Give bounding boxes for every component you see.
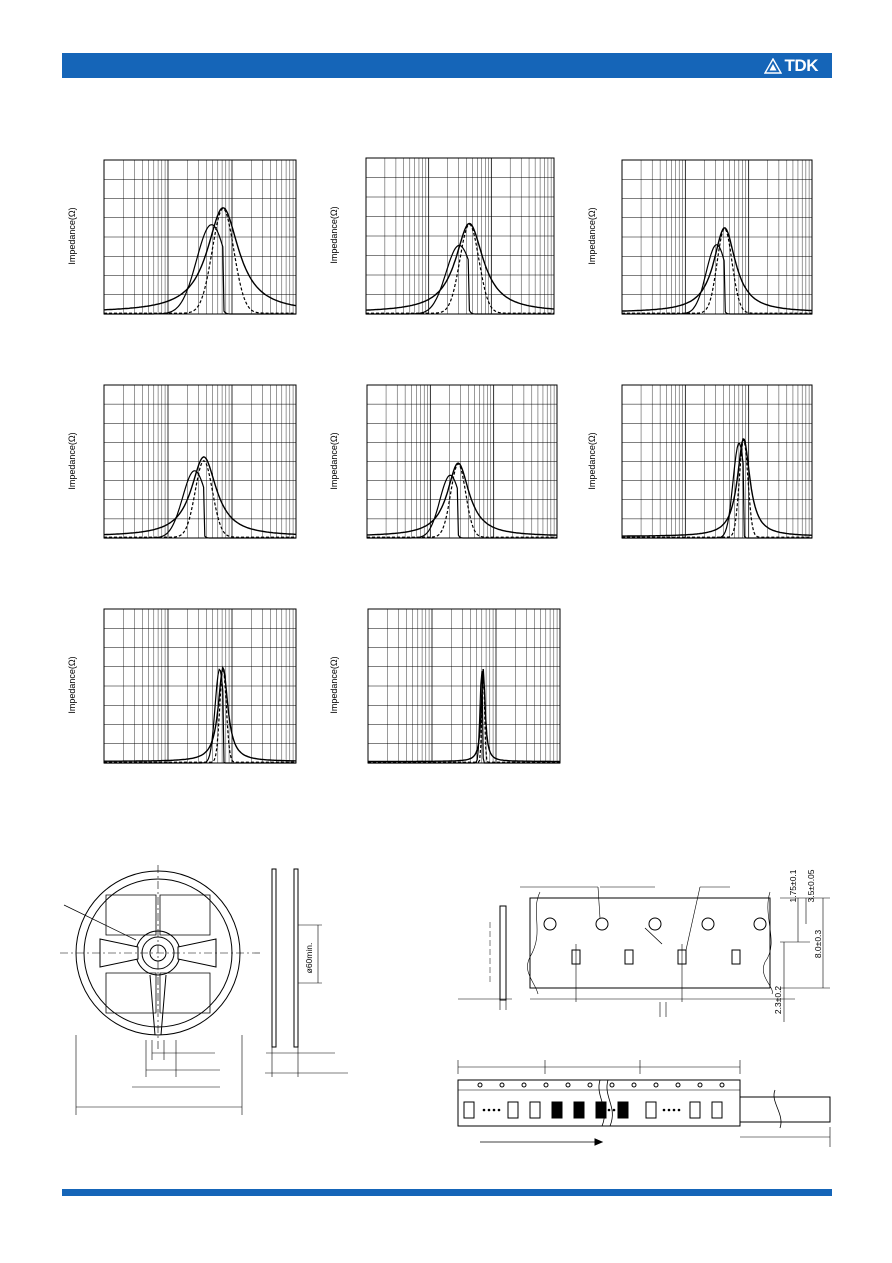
impedance-chart-svg-7: [103, 608, 297, 764]
impedance-chart-svg-6: [621, 384, 813, 539]
y-axis-label: Impedance(Ω): [329, 431, 339, 490]
x-curve: [104, 668, 296, 764]
x-curve: [104, 470, 296, 539]
x-curve: [367, 474, 557, 539]
z-curve: [104, 665, 296, 762]
impedance-chart-7: [103, 608, 297, 764]
tape-dim-pitch: 1.75±0.1: [788, 869, 798, 902]
impedance-chart-svg-8: [367, 608, 561, 764]
tdk-logo: TDK: [763, 55, 819, 75]
impedance-chart-2: [365, 157, 555, 315]
x-curve: [622, 244, 812, 315]
z-curve: [622, 437, 813, 537]
y-axis-label: Impedance(Ω): [329, 206, 339, 264]
x-curve: [104, 224, 296, 315]
r-curve: [622, 438, 812, 538]
r-curve: [104, 460, 296, 538]
y-axis-label: Impedance(Ω): [67, 656, 77, 714]
y-axis-label: Impedance(Ω): [587, 207, 597, 265]
r-curve: [104, 668, 296, 763]
footer-bar: [62, 1189, 832, 1196]
tape-drawing: 1.75±0.1 3.5±0.05 8.0±0.3 2.3±0.2: [450, 862, 845, 1162]
z-curve: [104, 456, 296, 536]
r-curve: [366, 223, 554, 314]
impedance-chart-8: [367, 608, 561, 764]
impedance-chart-svg-3: [621, 159, 813, 315]
y-axis-label: Impedance(Ω): [67, 431, 77, 490]
impedance-chart-1: [103, 159, 297, 315]
tdk-logo-icon: [763, 57, 782, 74]
tape-dim-width: 8.0±0.3: [813, 930, 823, 959]
impedance-chart-svg-2: [365, 157, 555, 315]
y-axis-label: Impedance(Ω): [587, 431, 597, 490]
impedance-chart-svg-1: [103, 159, 297, 315]
impedance-chart-5: [366, 384, 558, 539]
r-curve: [622, 228, 812, 314]
tape-dim-hole-offset: 3.5±0.05: [806, 869, 816, 902]
r-curve: [368, 669, 560, 763]
y-axis-label: Impedance(Ω): [67, 207, 77, 265]
x-curve: [622, 442, 812, 539]
reel-hub-dimension: ø60min.: [304, 943, 314, 974]
impedance-chart-6: [621, 384, 813, 539]
brand-name: TDK: [784, 55, 819, 75]
tape-dim-offset: 2.3±0.2: [773, 986, 783, 1015]
x-curve: [368, 671, 560, 764]
z-curve: [366, 222, 555, 311]
header-bar: TDK: [62, 53, 832, 78]
impedance-chart-3: [621, 159, 813, 315]
z-curve: [104, 207, 297, 311]
impedance-chart-svg-5: [366, 384, 558, 539]
z-curve: [621, 227, 812, 312]
impedance-chart-svg-4: [103, 384, 297, 539]
z-curve: [368, 669, 560, 763]
r-curve: [367, 463, 557, 538]
z-curve: [367, 462, 558, 536]
x-curve: [366, 244, 554, 315]
reel-drawing: ø60min.: [60, 855, 360, 1120]
impedance-chart-4: [103, 384, 297, 539]
r-curve: [104, 207, 296, 314]
y-axis-label: Impedance(Ω): [329, 656, 339, 714]
